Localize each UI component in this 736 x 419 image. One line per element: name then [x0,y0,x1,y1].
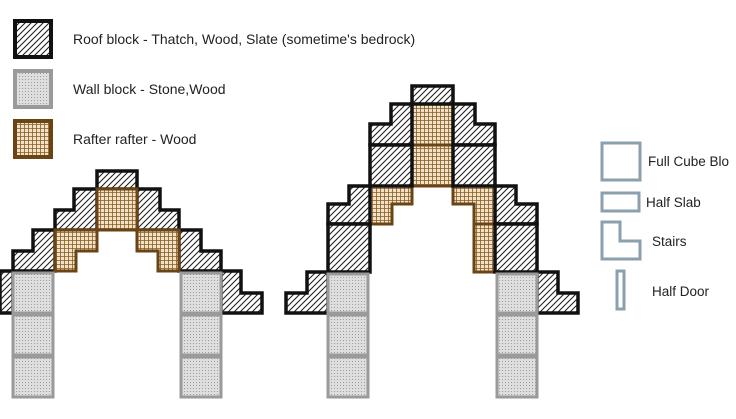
roof-right [284,84,580,399]
wall-block [326,355,370,399]
legend-roof-label: Roof block - Thatch, Wood, Slate (someti… [73,31,416,47]
key-stairs-label: Stairs [652,234,687,249]
legend-wall-label: Wall block - Stone,Wood [73,81,226,97]
rafter-stair [472,222,497,274]
roof-stair [326,184,372,226]
rafter-stair [53,228,99,273]
roof-left [0,169,264,399]
roof-block [410,84,455,106]
legend-wall-swatch [13,69,53,109]
stairs-icon [600,220,642,261]
wall-block [179,355,223,399]
roof-block [493,222,539,274]
half-door-icon [615,269,626,311]
legend-rafter-swatch [13,119,53,159]
rafter-block [410,102,455,147]
roof-block [95,169,139,191]
roof-stair [535,270,580,315]
key-half-door-label: Half Door [652,284,710,299]
half-slab-icon [600,191,641,213]
wall-block [179,271,223,315]
rafter-stair [451,184,497,226]
wall-block [11,355,55,399]
wall-block [179,313,223,357]
full-cube-icon [600,141,642,182]
roof-stair [135,187,181,232]
roof-stair [219,269,264,315]
roof-stair [368,102,414,147]
wall-block [11,271,55,315]
rafter-block [410,143,455,188]
roof-stair [284,270,330,315]
roof-stair [11,228,57,273]
wall-block [326,272,370,315]
roof-stair [53,187,99,232]
wall-block [495,272,539,315]
legend-roof-swatch [13,19,53,59]
rafter-stair [135,228,181,273]
roof-block [326,222,372,274]
roof-block [451,143,497,188]
roof-block [368,143,414,188]
rafter-block [95,187,139,232]
shape-key [600,141,642,311]
wall-block [326,313,370,357]
roof-stair [451,102,497,147]
key-half-slab-label: Half Slab [646,195,701,210]
roof-stair [177,228,223,273]
legend [13,19,53,159]
legend-rafter-label: Rafter rafter - Wood [73,131,197,147]
wall-block [495,355,539,399]
rafter-stair [368,184,414,226]
roof-stair [0,269,15,315]
wall-block [495,313,539,357]
key-full-cube-label: Full Cube Blo [648,154,730,169]
roof-stair [493,184,539,226]
wall-block [11,313,55,357]
